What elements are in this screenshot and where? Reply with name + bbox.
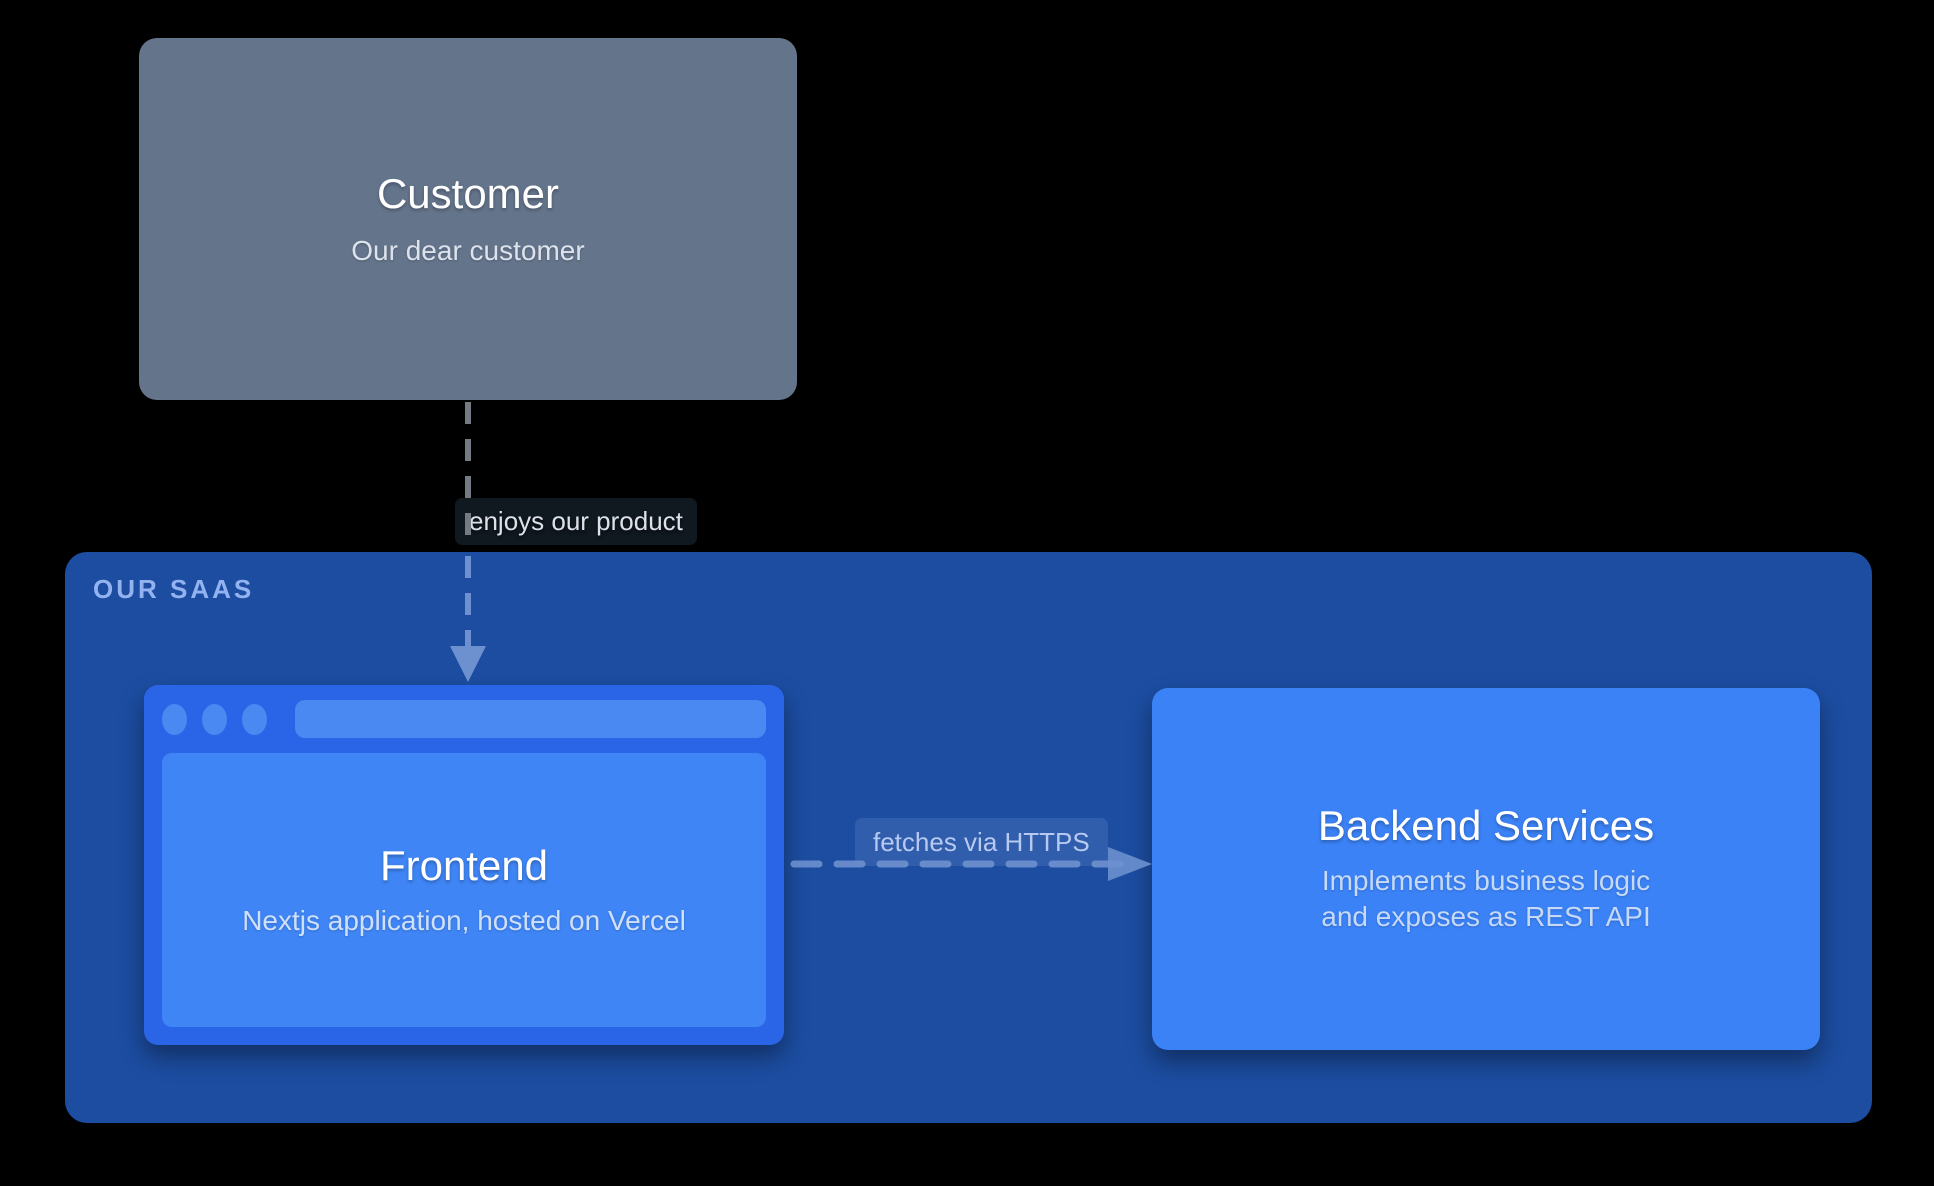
browser-chrome-bar	[144, 685, 784, 753]
customer-subtitle: Our dear customer	[351, 235, 585, 267]
backend-node: Backend Services Implements business log…	[1152, 688, 1820, 1050]
backend-title: Backend Services	[1317, 801, 1655, 849]
saas-group-label: OUR SAAS	[93, 574, 255, 604]
browser-content-area: Frontend Nextjs application, hosted on V…	[162, 753, 766, 1027]
frontend-title: Frontend	[379, 841, 549, 889]
edge-label-enjoys-our-product: enjoys our product	[455, 498, 697, 545]
window-control-dot	[162, 703, 187, 735]
frontend-subtitle: Nextjs application, hosted on Vercel	[242, 905, 686, 937]
window-control-dot	[202, 703, 227, 735]
window-control-dot	[242, 703, 267, 735]
customer-node: Customer Our dear customer	[139, 38, 797, 400]
edge-label-fetches-via-https: fetches via HTTPS	[855, 818, 1108, 866]
backend-subtitle: Implements business logic and exposes as…	[1321, 865, 1651, 933]
browser-address-bar	[295, 700, 766, 738]
frontend-node: Frontend Nextjs application, hosted on V…	[144, 685, 784, 1045]
customer-title: Customer	[376, 169, 560, 217]
